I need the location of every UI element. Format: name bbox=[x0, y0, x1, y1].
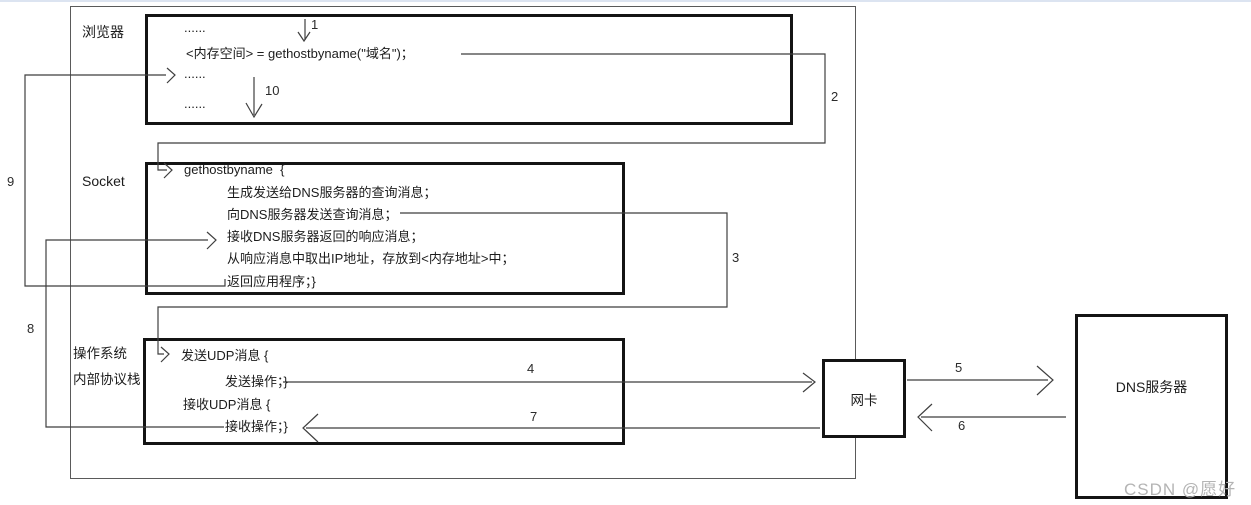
nic-box: 网卡 bbox=[822, 359, 906, 438]
step-label-7: 7 bbox=[530, 409, 538, 424]
os-label-line2: 内部协议栈 bbox=[73, 372, 141, 387]
step-label-4: 4 bbox=[527, 361, 535, 376]
socket-code-row: 返回应用程序；} bbox=[227, 274, 316, 289]
flow-5-arrowhead bbox=[1036, 365, 1054, 396]
browser-code-row: <内存空间> = gethostbyname("域名")； bbox=[186, 46, 414, 61]
step-label-10: 10 bbox=[265, 83, 280, 98]
dns-server-box bbox=[1075, 314, 1228, 499]
os-code-row: 接收操作；} bbox=[225, 419, 288, 434]
browser-box bbox=[145, 14, 793, 125]
nic-label: 网卡 bbox=[850, 392, 878, 408]
step-label-8: 8 bbox=[27, 321, 35, 336]
socket-code-row: 生成发送给DNS服务器的查询消息； bbox=[227, 185, 437, 200]
socket-code-row: gethostbyname { bbox=[184, 162, 285, 177]
step-label-6: 6 bbox=[958, 418, 966, 433]
socket-code-row: 从响应消息中取出IP地址，存放到<内存地址>中； bbox=[227, 251, 515, 266]
os-label-line1: 操作系统 bbox=[73, 346, 127, 361]
browser-label: 浏览器 bbox=[82, 24, 124, 40]
socket-label: Socket bbox=[82, 173, 125, 189]
csdn-watermark: CSDN @愿好 bbox=[1124, 480, 1237, 499]
flow-6-arrowhead bbox=[917, 403, 933, 432]
browser-code-row: ...... bbox=[184, 96, 206, 111]
browser-code-row: ...... bbox=[184, 66, 206, 81]
os-code-row: 发送UDP消息 { bbox=[181, 348, 269, 363]
step-label-5: 5 bbox=[955, 360, 963, 375]
step-label-3: 3 bbox=[732, 250, 740, 265]
os-code-row: 接收UDP消息 { bbox=[183, 397, 271, 412]
os-code-row: 发送操作；} bbox=[225, 374, 288, 389]
dns-server-label: DNS服务器 bbox=[1115, 379, 1188, 395]
step-label-1: 1 bbox=[311, 17, 319, 32]
step-label-2: 2 bbox=[831, 89, 839, 104]
browser-code-row: ...... bbox=[184, 20, 206, 35]
step-label-9: 9 bbox=[7, 174, 15, 189]
socket-code-row: 接收DNS服务器返回的响应消息； bbox=[227, 229, 424, 244]
socket-code-row: 向DNS服务器发送查询消息； bbox=[227, 207, 398, 222]
top-edge-strip bbox=[0, 0, 1251, 2]
